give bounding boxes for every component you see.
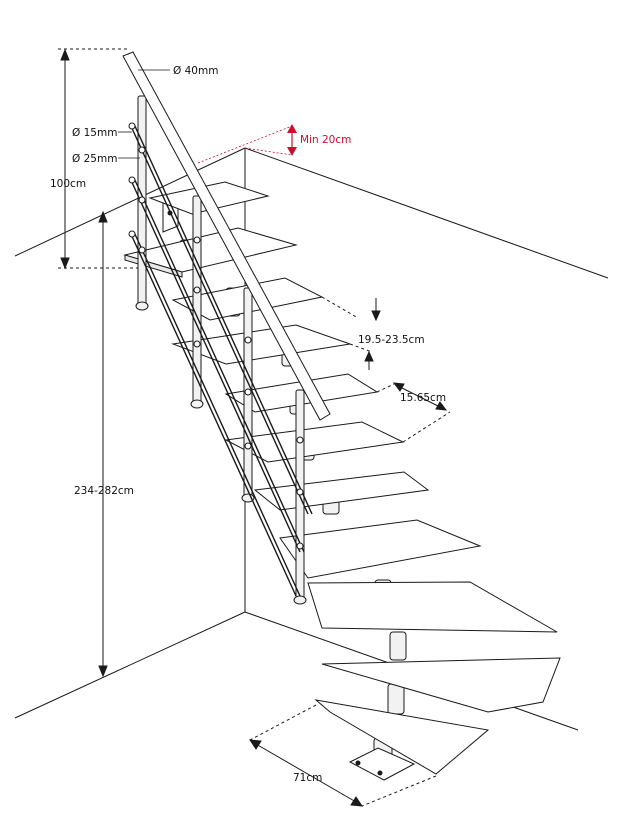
baluster-post-label: Ø 25mm	[72, 153, 117, 165]
floor-height-label: 234-282cm	[74, 485, 134, 497]
handrail-height-dimension	[58, 48, 140, 270]
infill-rails	[129, 123, 313, 597]
handrail-diameter-label: Ø 40mm	[173, 65, 218, 77]
width-label: 71cm	[293, 772, 322, 784]
baluster-thin-label: Ø 15mm	[72, 127, 117, 139]
riser-height-label: 19.5-23.5cm	[358, 334, 425, 346]
tread-11	[321, 657, 561, 713]
tread-12	[314, 699, 490, 775]
tread-9	[279, 519, 482, 579]
handrail	[122, 51, 331, 421]
handrail-height-label: 100cm	[50, 178, 86, 190]
tread-10	[307, 581, 558, 633]
base-plate	[348, 747, 416, 781]
leader-lines	[118, 69, 170, 159]
width-dimension	[249, 704, 437, 807]
rail-connectors	[128, 122, 304, 550]
going-dimension	[376, 382, 451, 443]
treads	[123, 181, 561, 775]
headroom-label: Min 20cm	[300, 134, 351, 146]
headroom-dimension	[197, 124, 297, 164]
going-label: 15.65cm	[400, 392, 446, 404]
tread-8	[253, 471, 430, 511]
floor-height-dimension	[98, 210, 108, 678]
riser-height-dimension	[321, 296, 381, 370]
